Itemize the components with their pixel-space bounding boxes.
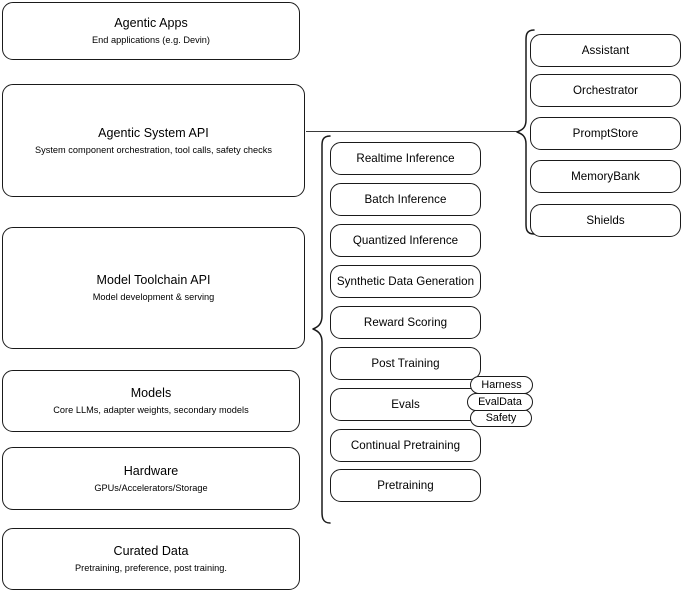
component-reward-scoring[interactable]: Reward Scoring: [330, 306, 481, 339]
component-pretraining[interactable]: Pretraining: [330, 469, 481, 502]
layer-hardware[interactable]: Hardware GPUs/Accelerators/Storage: [2, 447, 300, 510]
connector-system-api-to-components: [306, 131, 518, 132]
component-batch-inference[interactable]: Batch Inference: [330, 183, 481, 216]
layer-subtitle: Pretraining, preference, post training.: [75, 563, 227, 573]
component-label: Synthetic Data Generation: [336, 275, 475, 288]
layer-models[interactable]: Models Core LLMs, adapter weights, secon…: [2, 370, 300, 432]
component-synthetic-data-generation[interactable]: Synthetic Data Generation: [330, 265, 481, 298]
badge-label: Harness: [481, 379, 522, 391]
layer-subtitle: Model development & serving: [92, 292, 215, 302]
component-label: MemoryBank: [571, 170, 640, 183]
badge-harness[interactable]: Harness: [470, 376, 533, 394]
badge-label: Safety: [485, 412, 517, 424]
component-post-training[interactable]: Post Training: [330, 347, 481, 380]
layer-title: Model Toolchain API: [96, 273, 211, 287]
layer-subtitle: GPUs/Accelerators/Storage: [94, 482, 208, 493]
layer-agentic-apps[interactable]: Agentic Apps End applications (e.g. Devi…: [2, 2, 300, 60]
component-orchestrator[interactable]: Orchestrator: [530, 74, 681, 107]
component-label: Batch Inference: [364, 193, 447, 206]
layer-title: Agentic System API: [98, 125, 209, 140]
component-label: Shields: [586, 214, 625, 227]
component-label: PromptStore: [572, 127, 639, 140]
layer-subtitle: End applications (e.g. Devin): [91, 35, 211, 45]
component-label: Evals: [391, 398, 420, 411]
layer-curated-data[interactable]: Curated Data Pretraining, preference, po…: [2, 528, 300, 590]
layer-subtitle: Core LLMs, adapter weights, secondary mo…: [53, 405, 249, 415]
layer-title: Agentic Apps: [114, 16, 188, 30]
component-label: Continual Pretraining: [350, 439, 461, 452]
layer-title: Hardware: [123, 463, 179, 478]
component-label: Quantized Inference: [352, 234, 459, 247]
layer-subtitle: System component orchestration, tool cal…: [34, 144, 273, 155]
component-evals[interactable]: Evals: [330, 388, 481, 421]
component-promptstore[interactable]: PromptStore: [530, 117, 681, 150]
layer-agentic-system-api[interactable]: Agentic System API System component orch…: [2, 84, 305, 197]
badge-evaldata[interactable]: EvalData: [467, 393, 533, 411]
component-label: Pretraining: [377, 479, 434, 492]
component-label: Orchestrator: [572, 84, 639, 97]
component-label: Reward Scoring: [363, 316, 448, 329]
layer-model-toolchain-api[interactable]: Model Toolchain API Model development & …: [2, 227, 305, 349]
component-quantized-inference[interactable]: Quantized Inference: [330, 224, 481, 257]
component-continual-pretraining[interactable]: Continual Pretraining: [330, 429, 481, 462]
component-label: Assistant: [581, 44, 630, 57]
layer-title: Models: [130, 386, 172, 400]
component-memorybank[interactable]: MemoryBank: [530, 160, 681, 193]
badge-safety[interactable]: Safety: [470, 409, 532, 427]
component-label: Realtime Inference: [356, 152, 455, 165]
component-shields[interactable]: Shields: [530, 204, 681, 237]
component-label: Post Training: [371, 357, 440, 370]
badge-label: EvalData: [478, 396, 522, 408]
component-assistant[interactable]: Assistant: [530, 34, 681, 67]
layer-title: Curated Data: [113, 544, 189, 558]
component-realtime-inference[interactable]: Realtime Inference: [330, 142, 481, 175]
